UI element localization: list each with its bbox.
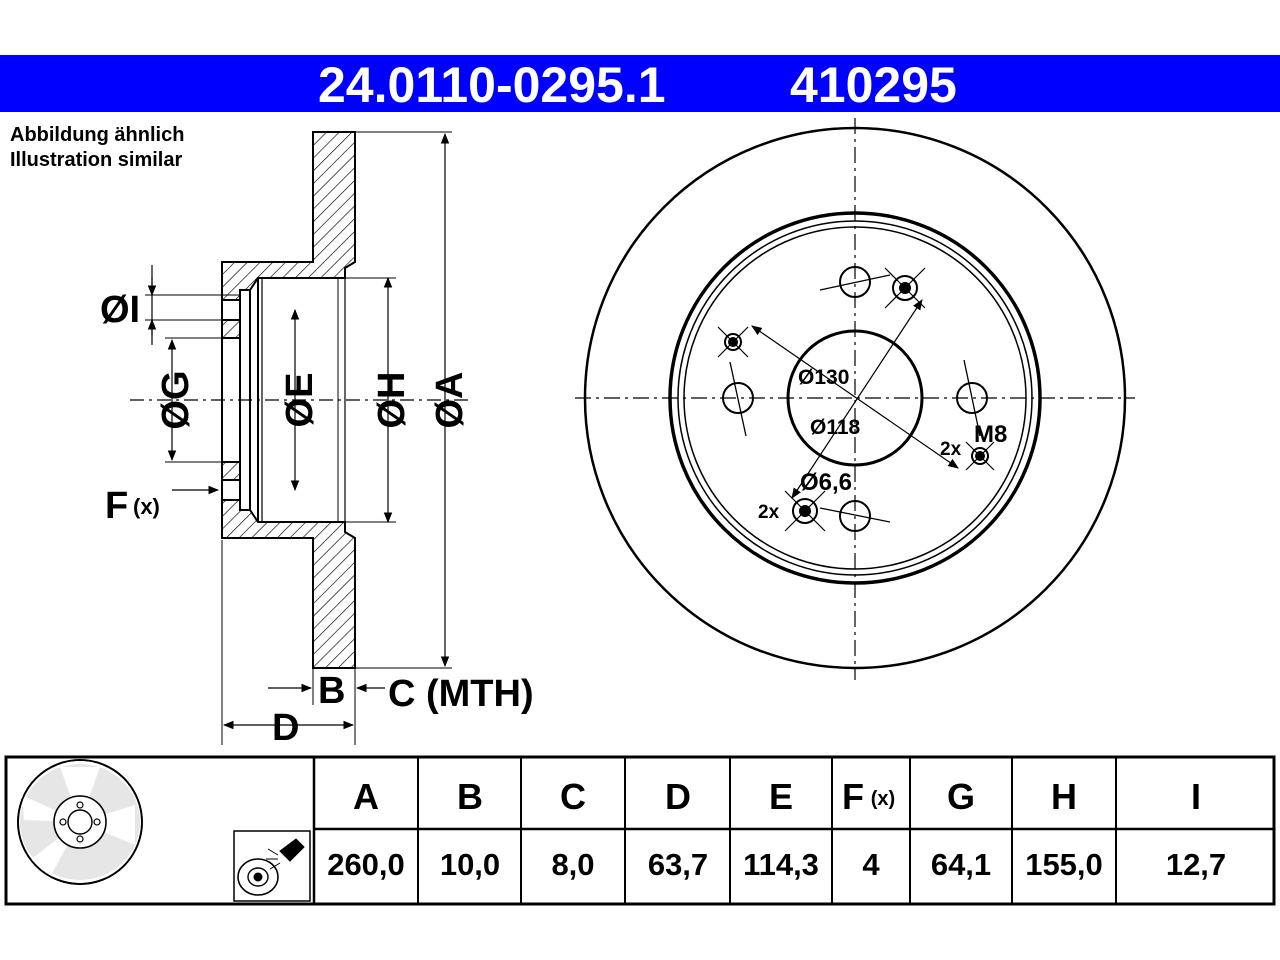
label-m8: M8 xyxy=(974,421,1007,448)
label-dia-a: ØA xyxy=(429,372,471,429)
label-d66: Ø6,6 xyxy=(800,469,852,496)
bolt-hole xyxy=(839,500,871,532)
label-f: F xyxy=(105,485,128,527)
label-c-mth: C (MTH) xyxy=(388,673,534,715)
label-dia-h: ØH xyxy=(371,372,413,429)
label-d: D xyxy=(272,707,299,749)
m8-hole xyxy=(971,447,989,465)
label-2x-left: 2x xyxy=(758,502,780,523)
article-number: 24.0110-0295.1 xyxy=(318,57,666,113)
small-hole xyxy=(724,333,742,351)
header-h: H xyxy=(1051,776,1077,817)
header-f: F xyxy=(842,776,864,817)
value-b: 10,0 xyxy=(440,847,500,882)
value-g: 64,1 xyxy=(931,847,991,882)
outer-disc-circle xyxy=(583,126,1127,670)
header-d: D xyxy=(665,776,691,817)
label-dia-e: ØE xyxy=(279,373,321,428)
front-view xyxy=(575,118,1135,680)
value-h: 155,0 xyxy=(1025,847,1103,882)
label-dia-g: ØG xyxy=(155,370,197,429)
header-e: E xyxy=(769,776,793,817)
label-dia-i: ØI xyxy=(100,289,140,331)
table-grid: A B C D E F G H I (x) 260,0 10,0 8,0 63,… xyxy=(4,755,1276,906)
side-view xyxy=(130,131,470,745)
header-bar: 24.0110-0295.1 410295 xyxy=(0,55,1280,113)
header-b: B xyxy=(457,776,483,817)
note-german: Abbildung ähnlich xyxy=(10,124,185,146)
label-d130: Ø130 xyxy=(798,366,849,389)
disc-section-top xyxy=(221,131,356,301)
value-e: 114,3 xyxy=(743,847,819,882)
header-g: G xyxy=(947,776,975,817)
value-f: 4 xyxy=(862,847,880,882)
brake-disc-thumbnail-icon xyxy=(17,759,143,885)
technical-drawing: ØI ØG ØE ØH ØA F (x) B C (MTH) D xyxy=(100,118,1135,749)
value-c: 8,0 xyxy=(551,847,594,882)
label-f-sub: (x) xyxy=(133,494,160,519)
label-b: B xyxy=(318,670,345,712)
value-d: 63,7 xyxy=(648,847,708,882)
reference-number: 410295 xyxy=(790,57,957,113)
hub-outer-circle xyxy=(668,211,1042,585)
header-c: C xyxy=(560,776,586,817)
dimension-table: A B C D E F G H I (x) 260,0 10,0 8,0 63,… xyxy=(0,755,1280,907)
label-d118: Ø118 xyxy=(810,416,861,439)
header-i: I xyxy=(1191,776,1201,817)
spray-coating-icon xyxy=(233,830,311,902)
note-english: Illustration similar xyxy=(10,149,183,171)
bolt-hole xyxy=(839,266,871,298)
value-i: 12,7 xyxy=(1166,847,1226,882)
header-f-sub: (x) xyxy=(871,788,895,810)
value-a: 260,0 xyxy=(327,847,405,882)
label-2x-right: 2x xyxy=(940,439,962,460)
small-hole xyxy=(792,498,818,524)
header-a: A xyxy=(353,776,379,817)
disc-section-bottom xyxy=(221,499,356,669)
